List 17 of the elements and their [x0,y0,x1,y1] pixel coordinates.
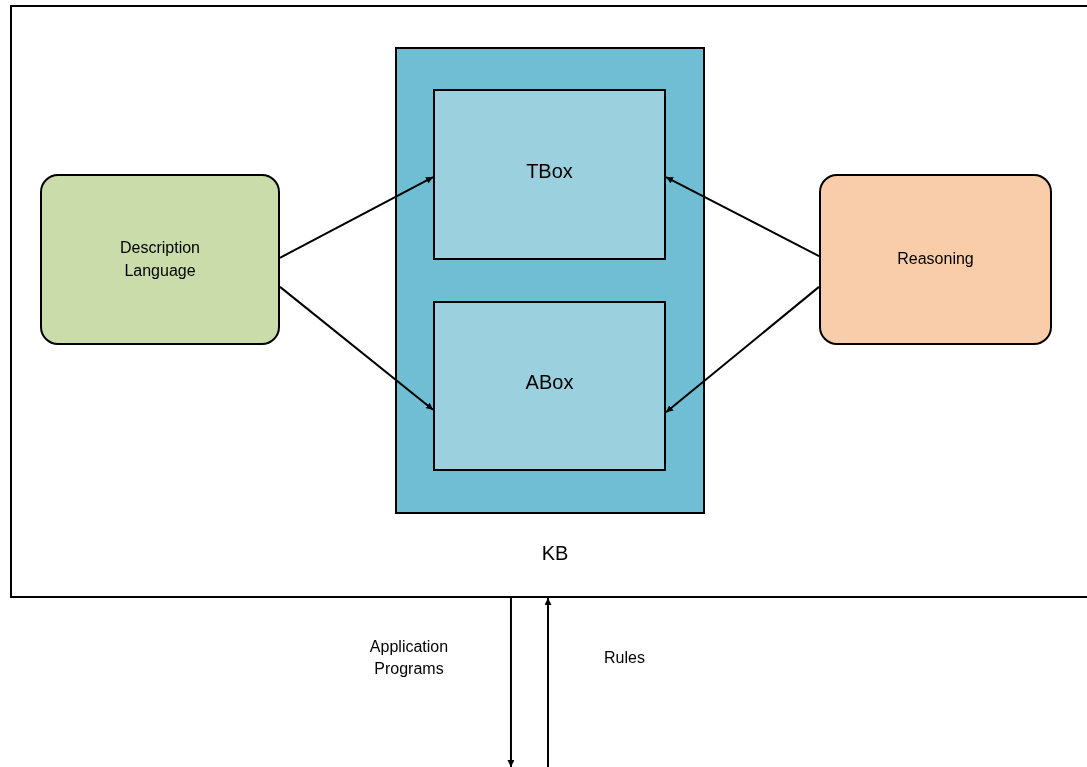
rounded-box [40,174,280,345]
arrow [665,176,820,258]
process-box [433,301,666,471]
node-label: ABox [525,370,574,395]
node-label: Reasoning [897,249,974,270]
arrow [279,176,434,259]
process-box [433,89,666,260]
frame-label: KB [541,542,569,565]
arrow [279,285,434,411]
frame-box [10,5,1087,598]
arrow [544,597,552,767]
container-box [395,47,705,514]
node-label: Description Language [119,238,201,281]
arrow [665,285,820,414]
node-label: TBox [526,158,573,184]
arrow [507,597,515,767]
rounded-box [819,174,1052,345]
